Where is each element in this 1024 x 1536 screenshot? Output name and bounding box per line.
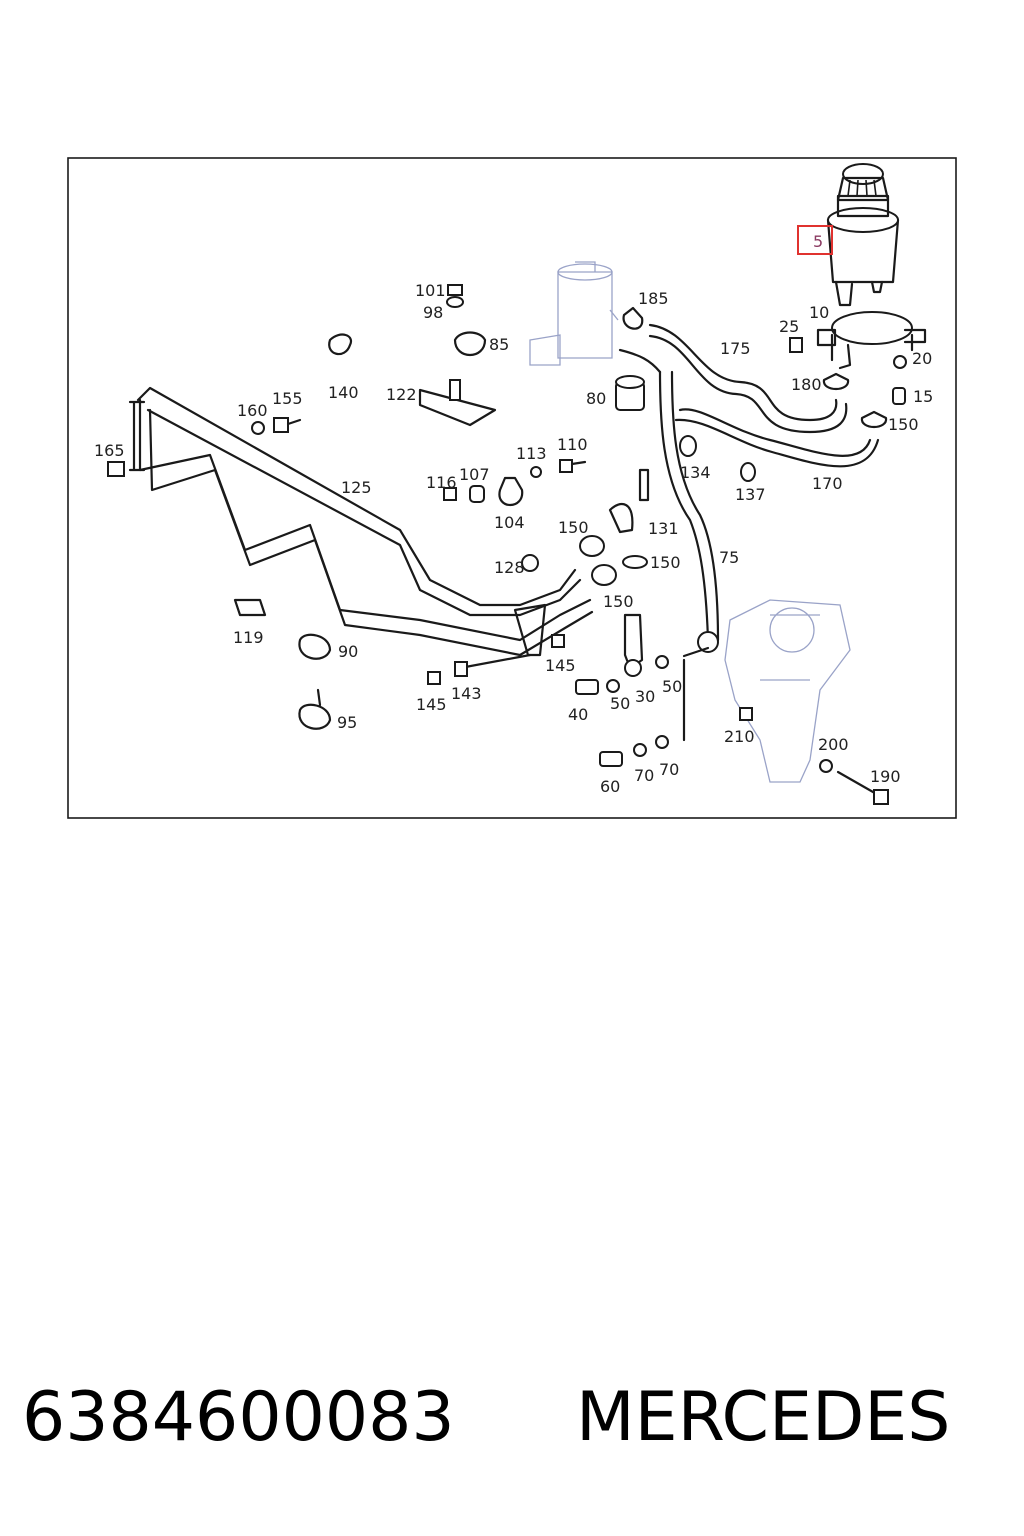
cooler-bracket (513, 603, 547, 657)
part-label: 119 (233, 628, 264, 647)
part-label: 40 (568, 705, 588, 724)
return-hose (648, 323, 838, 422)
supply-line-170-edge (674, 418, 880, 468)
part-label: 170 (812, 474, 843, 493)
part-label: 113 (516, 444, 547, 463)
part-label: 180 (791, 375, 822, 394)
part-label: 175 (720, 339, 751, 358)
part-label: 185 (638, 289, 669, 308)
part-labels: 5 10 25 20 15 150 180 175 185 101 98 85 … (94, 232, 933, 796)
part-label: 190 (870, 767, 901, 786)
diagram-frame (67, 157, 957, 819)
reservoir (826, 163, 900, 307)
part-label: 75 (719, 548, 739, 567)
reservoir-bracket (816, 311, 927, 370)
part-label: 150 (603, 592, 634, 611)
part-label: 155 (272, 389, 303, 408)
part-label: 140 (328, 383, 359, 402)
part-label: 145 (416, 695, 447, 714)
part-label: 85 (489, 335, 509, 354)
pressure-line-75 (658, 370, 710, 642)
part-label: 143 (451, 684, 482, 703)
part-label: 95 (337, 713, 357, 732)
part-label: 70 (659, 760, 679, 779)
part-label: 80 (586, 389, 606, 408)
part-label: 70 (634, 766, 654, 785)
part-label: 150 (888, 415, 919, 434)
part-label: 165 (94, 441, 125, 460)
part-label: 101 (415, 281, 446, 300)
part-label: 98 (423, 303, 443, 322)
part-label: 60 (600, 777, 620, 796)
part-label: 25 (779, 317, 799, 336)
part-label: 104 (494, 513, 525, 532)
part-label: 160 (237, 401, 268, 420)
steering-gear-outline (724, 599, 851, 783)
return-hose-edge (648, 334, 848, 434)
part-label: 10 (809, 303, 829, 322)
part-label: 150 (650, 553, 681, 572)
brand-name: MERCEDES (576, 1378, 951, 1457)
part-label: 200 (818, 735, 849, 754)
part-label: 110 (557, 435, 588, 454)
part-label: 30 (635, 687, 655, 706)
part-label: 20 (912, 349, 932, 368)
part-label: 50 (610, 694, 630, 713)
part-label: 50 (662, 677, 682, 696)
part-label: 145 (545, 656, 576, 675)
part-label: 90 (338, 642, 358, 661)
part-label: 137 (735, 485, 766, 504)
part-label: 134 (680, 463, 711, 482)
part-label: 122 (386, 385, 417, 404)
oil-cooler-loop (128, 386, 594, 657)
supply-line-170 (678, 408, 872, 457)
power-steering-pump-outline (529, 261, 619, 366)
part-number: 6384600083 (22, 1378, 455, 1457)
pressure-line-75-edge (670, 370, 720, 642)
part-label: 116 (426, 473, 457, 492)
part-label: 210 (724, 727, 755, 746)
part-label: 128 (494, 558, 525, 577)
small-parts (107, 284, 907, 805)
highlight-box-part-5 (797, 225, 833, 255)
part-label: 125 (341, 478, 372, 497)
part-label: 15 (913, 387, 933, 406)
part-label-highlighted: 5 (813, 232, 823, 251)
part-label: 150 (558, 518, 589, 537)
part-label: 107 (459, 465, 490, 484)
part-label: 131 (648, 519, 679, 538)
